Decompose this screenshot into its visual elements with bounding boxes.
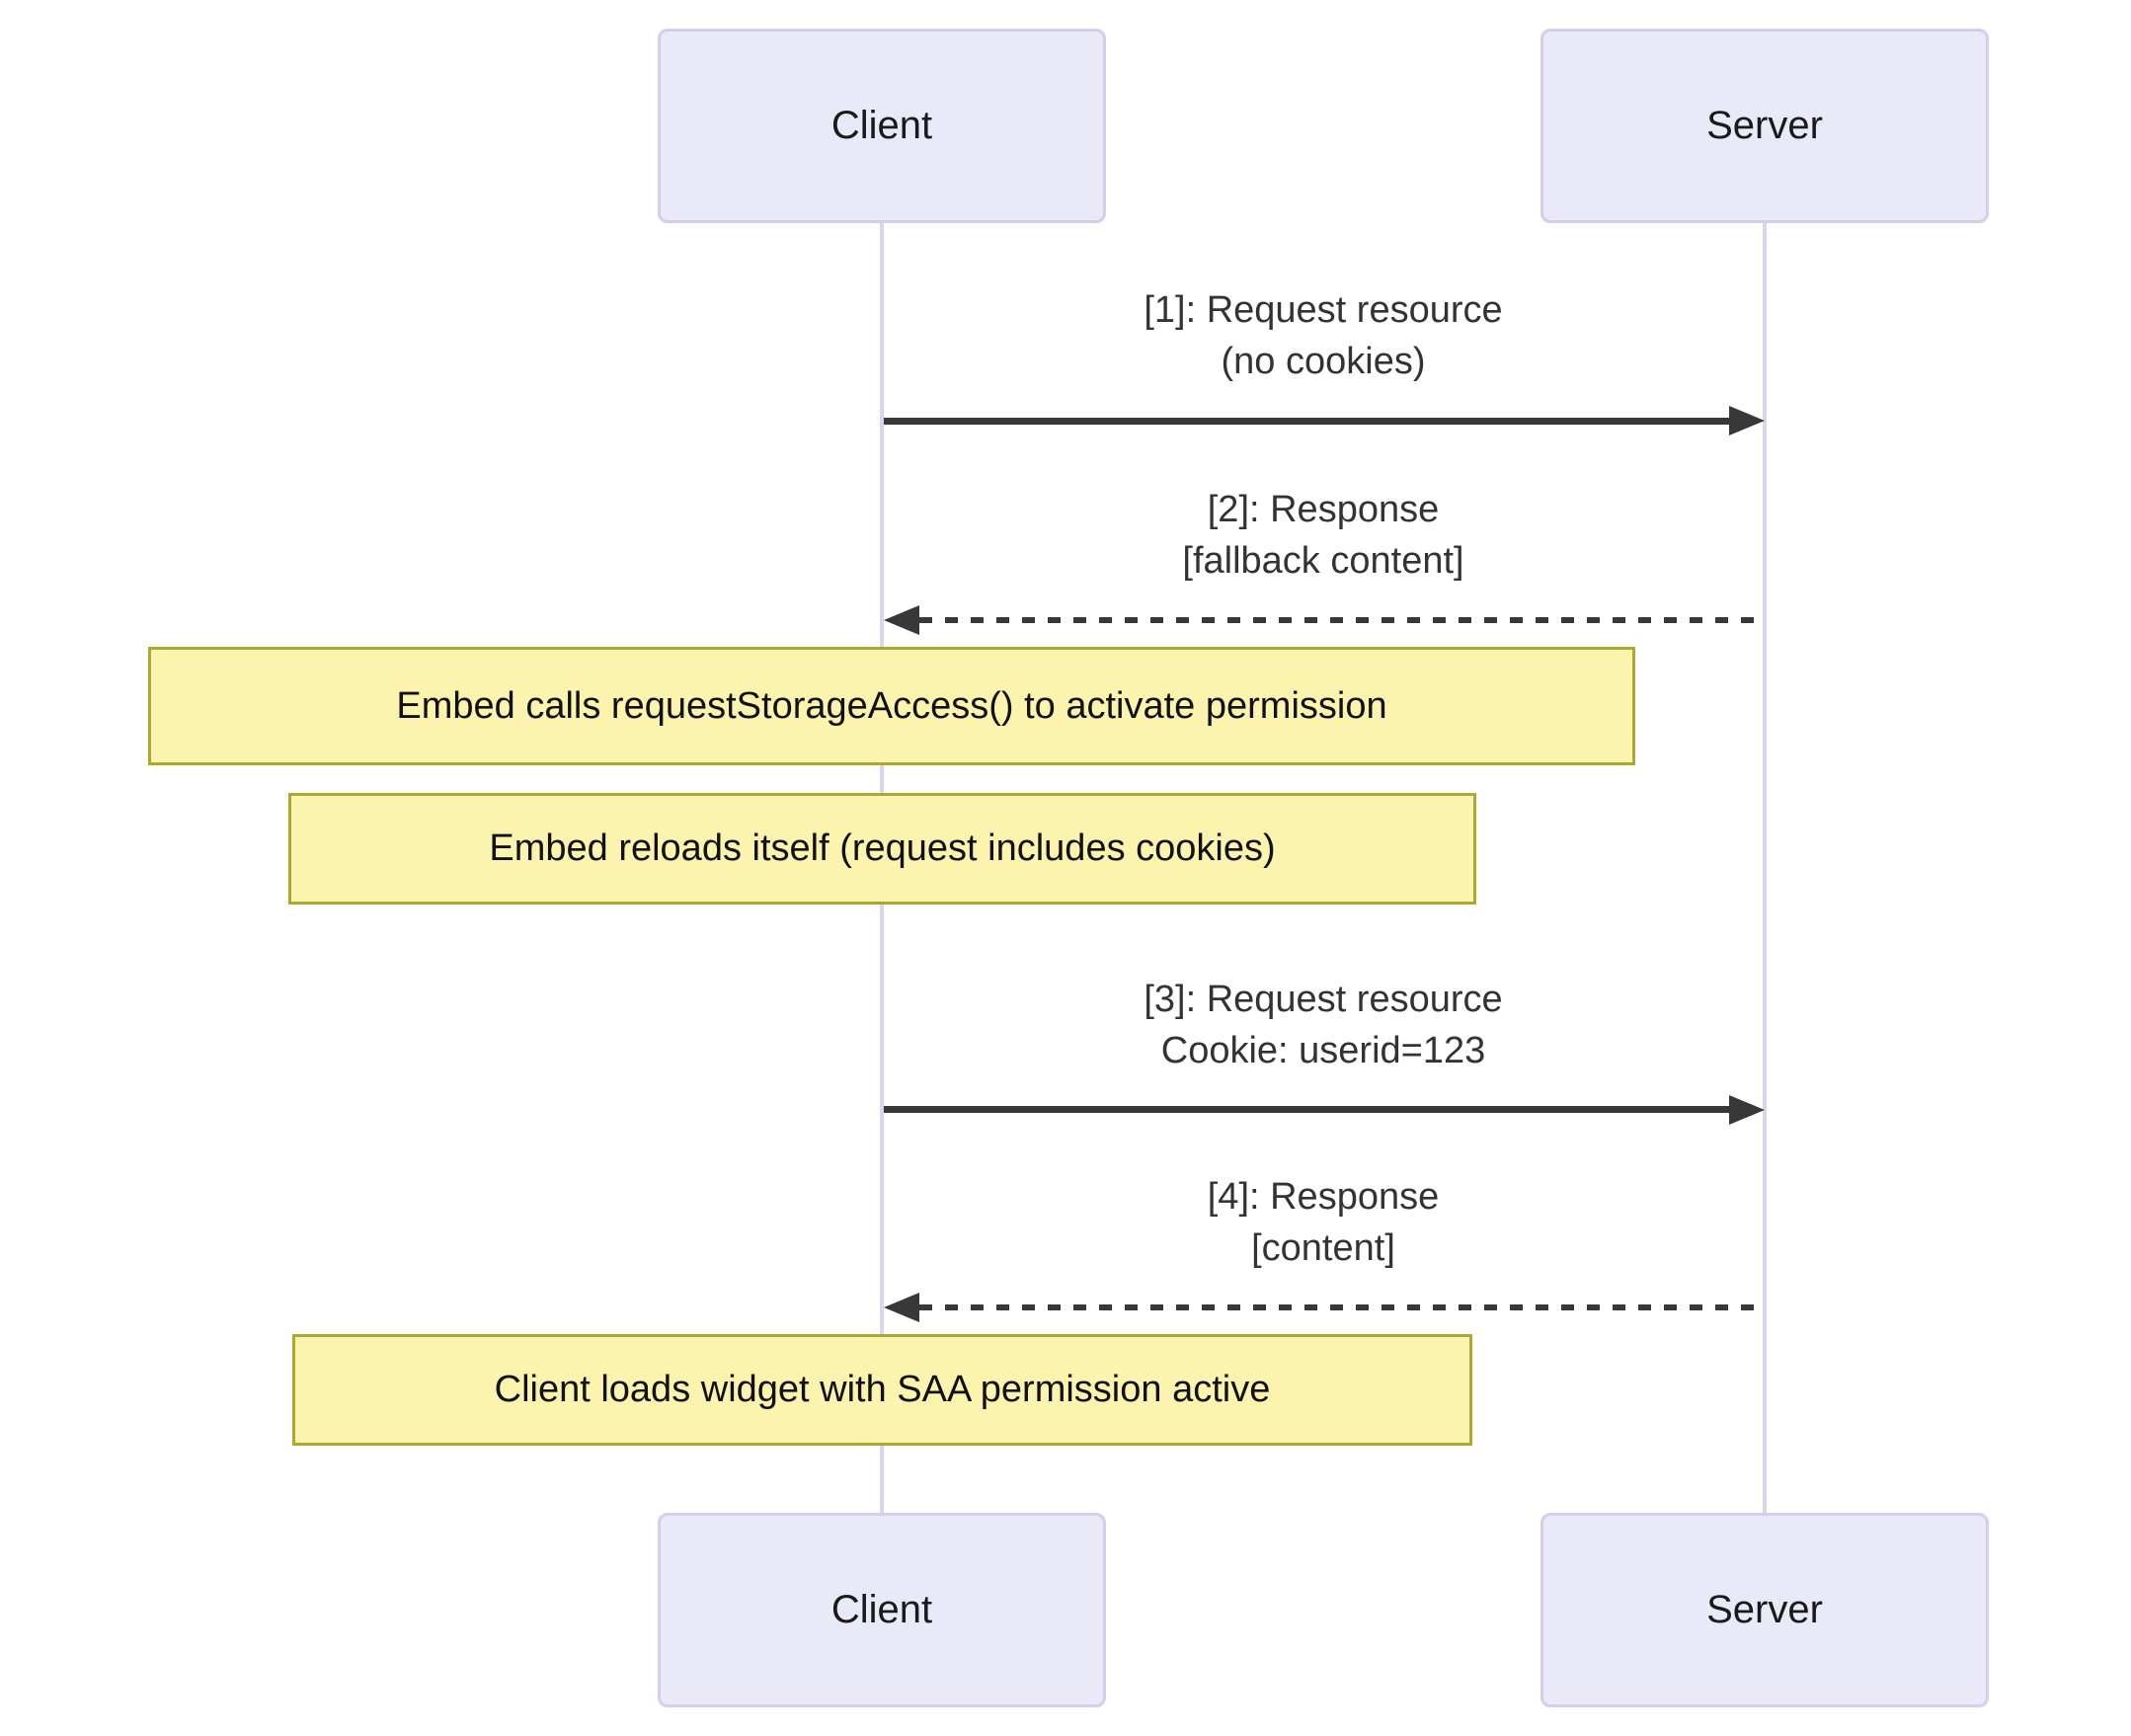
message-1-arrowhead-right-icon: [1729, 406, 1765, 435]
note-3: Client loads widget with SAA permission …: [292, 1334, 1472, 1446]
note-2: Embed reloads itself (request includes c…: [288, 793, 1476, 905]
message-2-line1: [2]: Response: [1207, 489, 1440, 530]
message-4-line1: [4]: Response: [1207, 1176, 1440, 1218]
lifeline-server: [1763, 223, 1767, 1513]
message-2-arrow-line: [919, 617, 1765, 623]
message-1-label: [1]: Request resource (no cookies): [882, 284, 1765, 387]
note-1-text: Embed calls requestStorageAccess() to ac…: [396, 684, 1387, 727]
message-3-label: [3]: Request resource Cookie: userid=123: [882, 974, 1765, 1076]
message-3-line1: [3]: Request resource: [1144, 979, 1503, 1020]
message-1-arrow-line: [884, 418, 1731, 425]
note-3-text: Client loads widget with SAA permission …: [494, 1369, 1271, 1410]
message-4-line2: [content]: [1251, 1227, 1395, 1269]
actor-client-top: Client: [658, 29, 1106, 223]
message-1-line1: [1]: Request resource: [1144, 289, 1503, 331]
message-2-line2: [fallback content]: [1182, 540, 1464, 582]
message-2-arrowhead-left-icon: [884, 605, 919, 635]
actor-client-bottom-label: Client: [830, 1588, 933, 1631]
message-4-label: [4]: Response [content]: [882, 1171, 1765, 1274]
message-1-line2: (no cookies): [1221, 341, 1426, 382]
actor-server-top: Server: [1540, 29, 1989, 223]
message-4-arrow-line: [919, 1304, 1765, 1310]
actor-server-bottom-label: Server: [1706, 1588, 1823, 1631]
message-3-arrowhead-right-icon: [1729, 1095, 1765, 1125]
message-4-arrowhead-left-icon: [884, 1293, 919, 1322]
actor-server-top-label: Server: [1706, 104, 1823, 147]
note-2-text: Embed reloads itself (request includes c…: [489, 828, 1276, 869]
actor-client-top-label: Client: [830, 104, 933, 147]
message-3-arrow-line: [884, 1106, 1731, 1113]
actor-client-bottom: Client: [658, 1513, 1106, 1707]
message-3-line2: Cookie: userid=123: [1160, 1030, 1486, 1071]
message-2-label: [2]: Response [fallback content]: [882, 484, 1765, 587]
actor-server-bottom: Server: [1540, 1513, 1989, 1707]
note-1: Embed calls requestStorageAccess() to ac…: [148, 647, 1635, 765]
